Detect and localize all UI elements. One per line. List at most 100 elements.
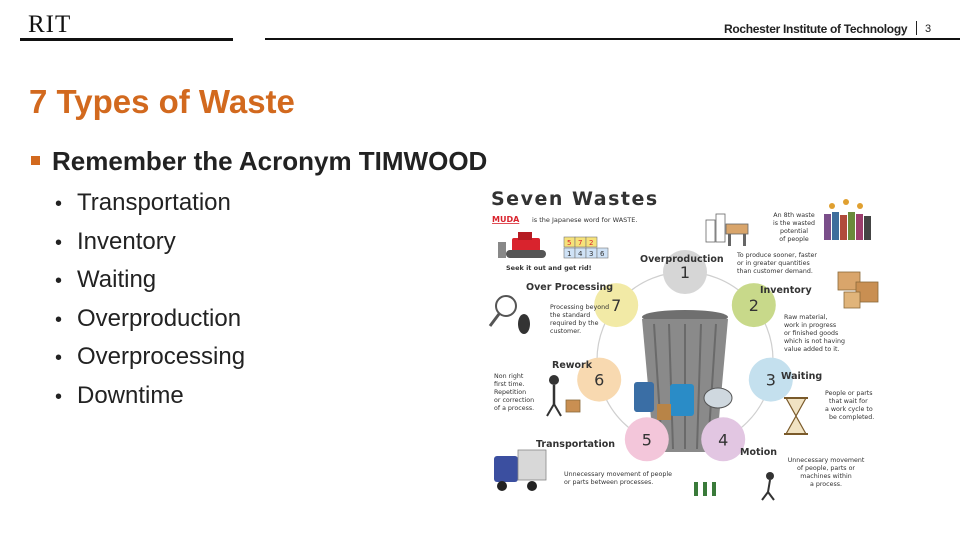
list-item: • Inventory bbox=[55, 223, 245, 262]
magnifying-glass-icon bbox=[488, 295, 530, 334]
bottles-icon bbox=[694, 482, 716, 496]
svg-text:or correction: or correction bbox=[494, 397, 534, 404]
svg-text:the standard: the standard bbox=[550, 312, 590, 319]
svg-text:than customer demand.: than customer demand. bbox=[737, 268, 813, 275]
svg-text:An 8th waste: An 8th waste bbox=[773, 212, 815, 219]
bulldozer-icon bbox=[498, 232, 546, 258]
list-item: •Downtime bbox=[55, 377, 245, 416]
svg-text:Processing beyond: Processing beyond bbox=[550, 304, 609, 311]
svg-text:Unnecessary movement of people: Unnecessary movement of people bbox=[564, 471, 672, 478]
slide-number: 3 bbox=[925, 23, 932, 35]
svg-text:a process.: a process. bbox=[810, 481, 842, 488]
desc-over-processing: Processing beyond the standard required … bbox=[550, 304, 609, 335]
label-over-processing: Over Processing bbox=[526, 282, 613, 293]
category-circle-1 bbox=[663, 250, 707, 294]
main-bullet: Remember the Acronym TIMWOOD bbox=[31, 146, 487, 177]
header-rule-left bbox=[20, 38, 233, 41]
list-item: • Overprocessing bbox=[55, 338, 245, 377]
category-number-4: 4 bbox=[718, 430, 728, 449]
muda-description: is the Japanese word for WASTE. bbox=[532, 216, 637, 224]
walking-figure-icon bbox=[761, 472, 775, 501]
label-waiting: Waiting bbox=[781, 371, 822, 382]
label-inventory: Inventory bbox=[760, 285, 812, 296]
svg-text:of people: of people bbox=[779, 236, 809, 243]
svg-text:or parts between processes.: or parts between processes. bbox=[564, 479, 653, 486]
crowd-of-people-icon bbox=[824, 199, 871, 240]
svg-text:5: 5 bbox=[567, 239, 571, 247]
category-number-1: 1 bbox=[680, 263, 690, 282]
svg-text:customer.: customer. bbox=[550, 328, 581, 335]
category-circles: 1 2 3 4 5 6 7 bbox=[577, 250, 793, 462]
office-desk-icon bbox=[705, 213, 749, 246]
svg-text:that wait for: that wait for bbox=[829, 398, 868, 405]
inventory-boxes-icon bbox=[837, 271, 879, 309]
seek-text: Seek it out and get rid! bbox=[506, 264, 592, 272]
svg-text:3: 3 bbox=[589, 250, 593, 258]
list-item-text: Overproduction bbox=[77, 304, 242, 332]
label-rework: Rework bbox=[552, 360, 593, 371]
hourglass-icon bbox=[784, 397, 808, 435]
category-number-5: 5 bbox=[642, 430, 652, 449]
svg-text:or in greater quantities: or in greater quantities bbox=[737, 260, 810, 267]
svg-text:Repetition: Repetition bbox=[494, 389, 526, 396]
desc-waiting: People or parts that wait for a work cyc… bbox=[825, 390, 874, 421]
list-item-text: Overprocessing bbox=[77, 343, 246, 371]
figure-title: Seven Wastes bbox=[491, 188, 659, 210]
desc-eighth-waste: An 8th waste is the wasted potential of … bbox=[773, 212, 815, 243]
label-motion: Motion bbox=[740, 447, 777, 458]
trash-can-icon bbox=[634, 310, 733, 452]
bullet-dot-icon: • bbox=[55, 347, 63, 370]
category-number-7: 7 bbox=[611, 296, 621, 315]
worker-with-box-icon bbox=[546, 375, 581, 417]
svg-text:2: 2 bbox=[589, 239, 593, 247]
list-item-text: Transportation bbox=[77, 189, 231, 216]
bullet-dot-icon: • bbox=[55, 231, 63, 254]
svg-text:machines within: machines within bbox=[800, 473, 851, 480]
category-number-2: 2 bbox=[749, 296, 759, 315]
svg-text:People or parts: People or parts bbox=[825, 390, 873, 397]
svg-text:6: 6 bbox=[600, 250, 605, 258]
category-circle-7 bbox=[594, 283, 639, 328]
list-item-text: Inventory bbox=[77, 227, 176, 255]
main-bullet-text: Remember the Acronym TIMWOOD bbox=[52, 146, 488, 176]
desc-rework: Non right first time. Repetition or corr… bbox=[494, 373, 534, 412]
desc-motion: Unnecessary movement of people, parts or… bbox=[788, 457, 865, 488]
desc-inventory: Raw material, work in progress or finish… bbox=[784, 314, 845, 353]
bullet-dot-icon: • bbox=[55, 193, 63, 215]
list-item: •Waiting bbox=[55, 261, 245, 300]
label-overproduction: Overproduction bbox=[640, 254, 724, 265]
category-number-6: 6 bbox=[594, 371, 604, 390]
svg-text:To produce sooner, faster: To produce sooner, faster bbox=[736, 252, 817, 259]
svg-text:7: 7 bbox=[578, 239, 582, 247]
svg-text:Raw material,: Raw material, bbox=[784, 314, 828, 321]
svg-text:value added to it.: value added to it. bbox=[784, 346, 839, 353]
category-circle-3 bbox=[748, 357, 793, 402]
square-bullet-icon bbox=[31, 155, 40, 165]
bullet-dot-icon: • bbox=[55, 385, 63, 408]
svg-text:a work cycle to: a work cycle to bbox=[825, 406, 873, 413]
muda-word: MUDA bbox=[492, 215, 520, 224]
svg-text:Non right: Non right bbox=[494, 373, 524, 380]
number-signs: 5 7 2 1 4 3 6 bbox=[563, 236, 609, 259]
seven-wastes-diagram: Seven Wastes MUDA is the Japanese word f… bbox=[488, 188, 879, 501]
seven-wastes-figure: Seven Wastes MUDA is the Japanese word f… bbox=[484, 184, 890, 504]
svg-text:first time.: first time. bbox=[494, 381, 525, 388]
desc-overproduction: To produce sooner, faster or in greater … bbox=[736, 252, 817, 275]
svg-text:work in progress: work in progress bbox=[784, 322, 836, 329]
svg-text:Unnecessary movement: Unnecessary movement bbox=[788, 457, 865, 464]
slide-title: 7 Types of Waste bbox=[29, 83, 295, 120]
svg-text:or finished goods: or finished goods bbox=[784, 330, 838, 337]
svg-text:required by the: required by the bbox=[550, 320, 599, 327]
category-circle-6 bbox=[577, 357, 622, 402]
svg-text:of a process.: of a process. bbox=[494, 405, 534, 412]
header-rule-right bbox=[265, 38, 960, 40]
header-divider bbox=[916, 21, 917, 35]
svg-text:is the wasted: is the wasted bbox=[773, 220, 815, 227]
sub-bullet-list: • Transportation • Inventory •Waiting • Ove… bbox=[55, 184, 245, 416]
label-transportation: Transportation bbox=[536, 439, 615, 450]
rit-logo: RIT bbox=[28, 11, 72, 38]
desc-transportation: Unnecessary movement of people or parts … bbox=[564, 471, 672, 486]
bullet-dot-icon: • bbox=[55, 270, 63, 293]
svg-text:be completed.: be completed. bbox=[829, 414, 874, 421]
list-item: • Transportation bbox=[55, 184, 245, 223]
